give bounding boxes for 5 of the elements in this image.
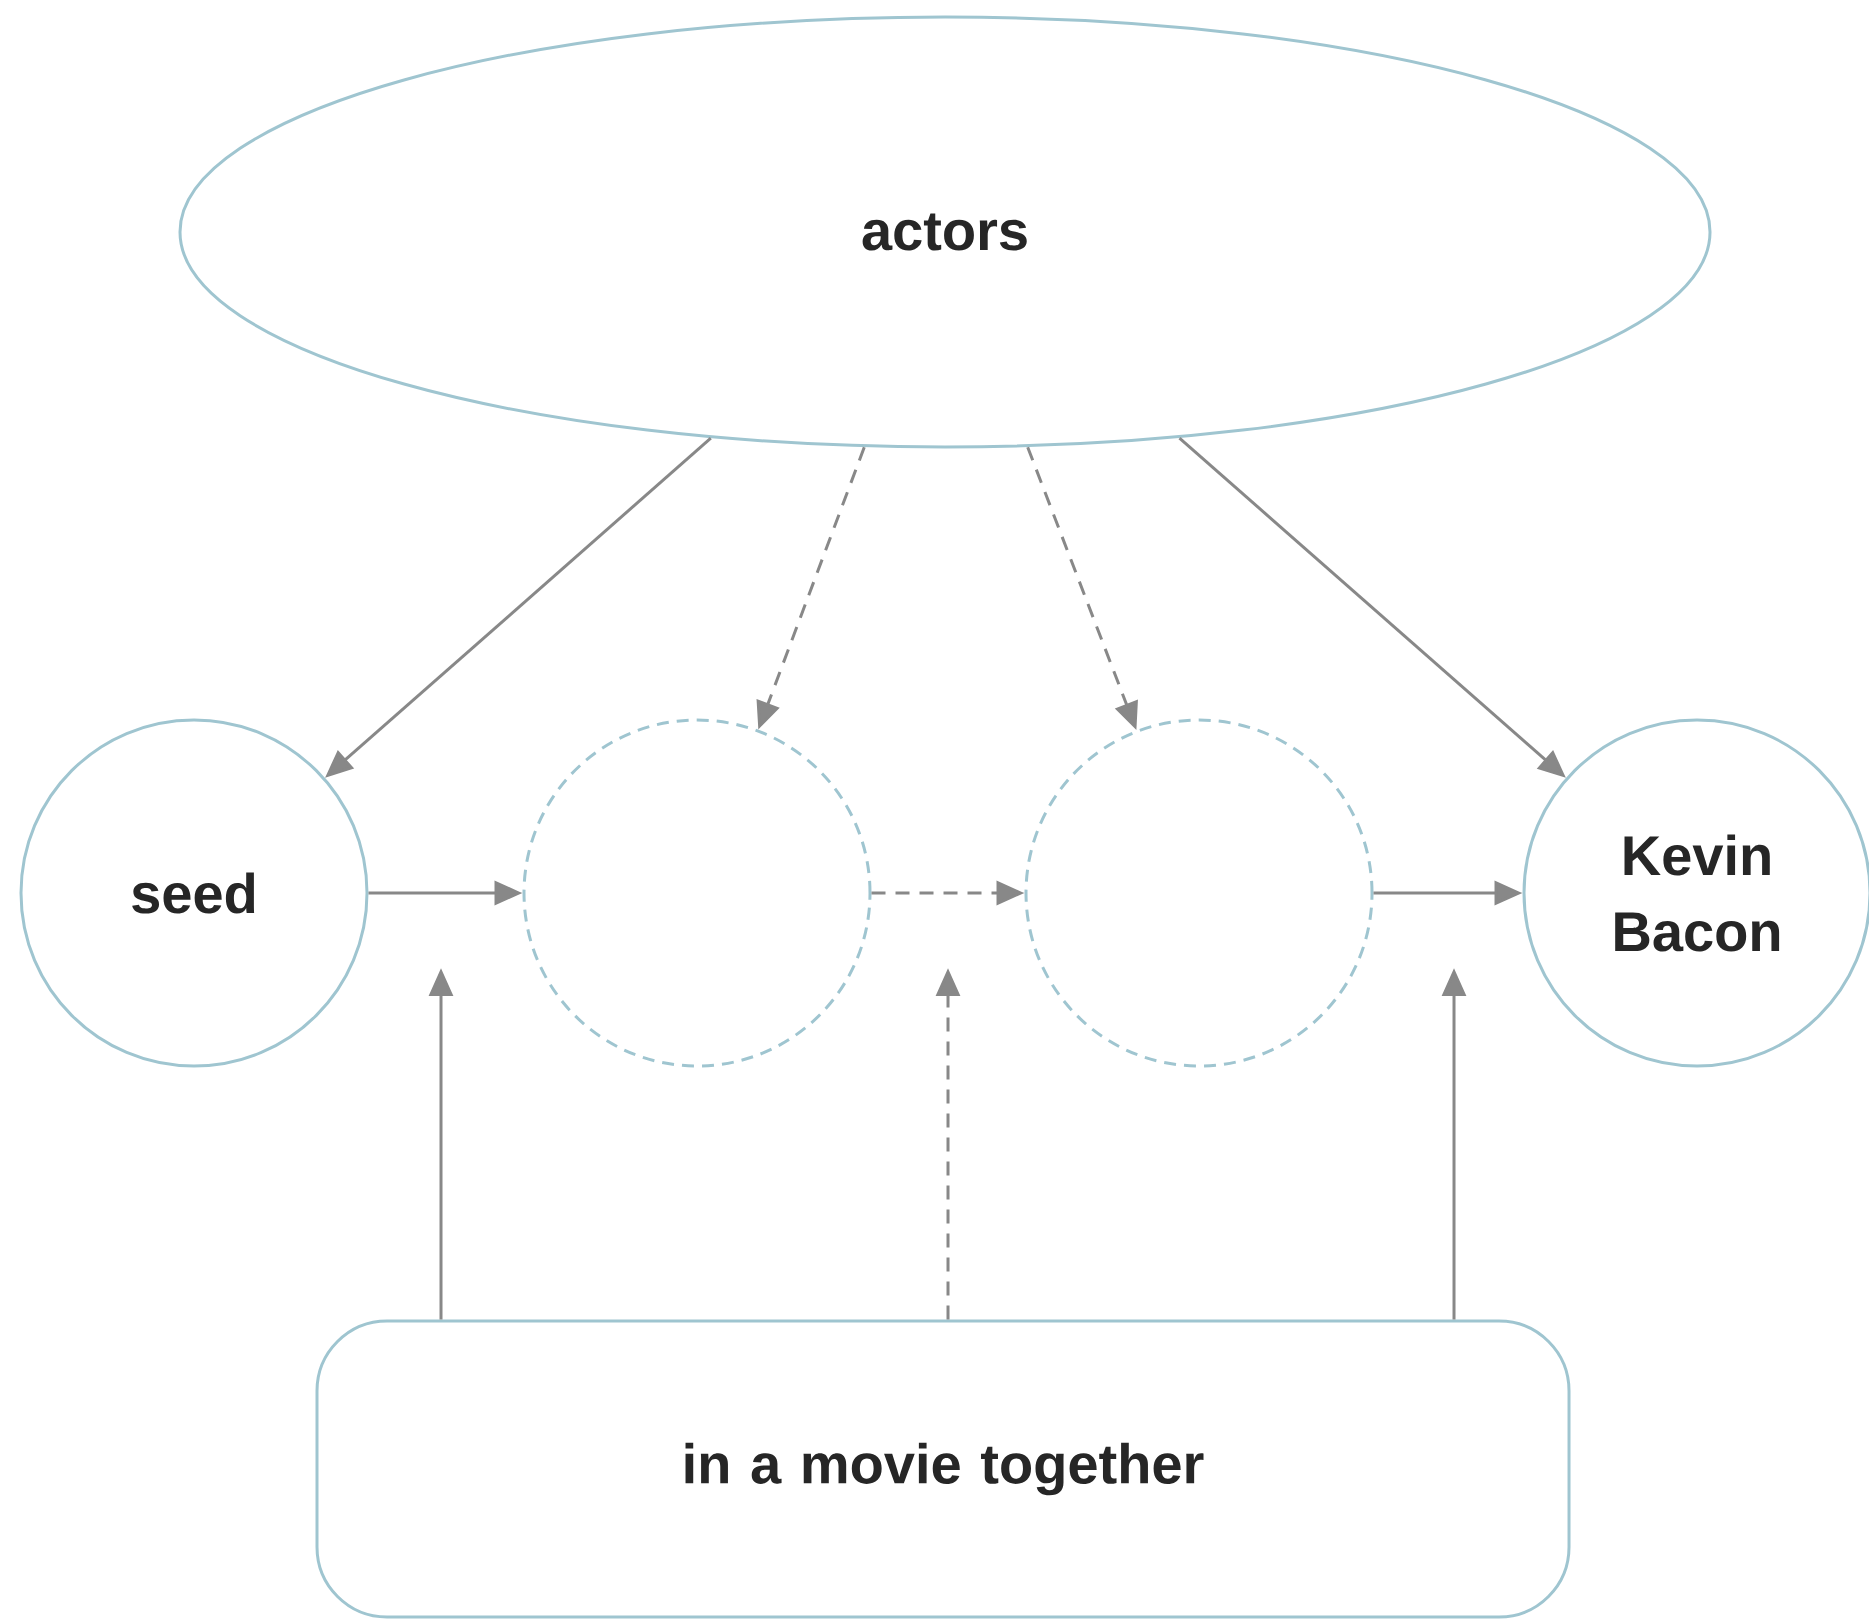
rounded-box: in a movie together (315, 1319, 1571, 1619)
circle-node: seed (19, 718, 369, 1068)
dashed-circle (1024, 718, 1374, 1068)
ellipse-node: actors (178, 15, 1712, 449)
dashed-circle (522, 718, 872, 1068)
